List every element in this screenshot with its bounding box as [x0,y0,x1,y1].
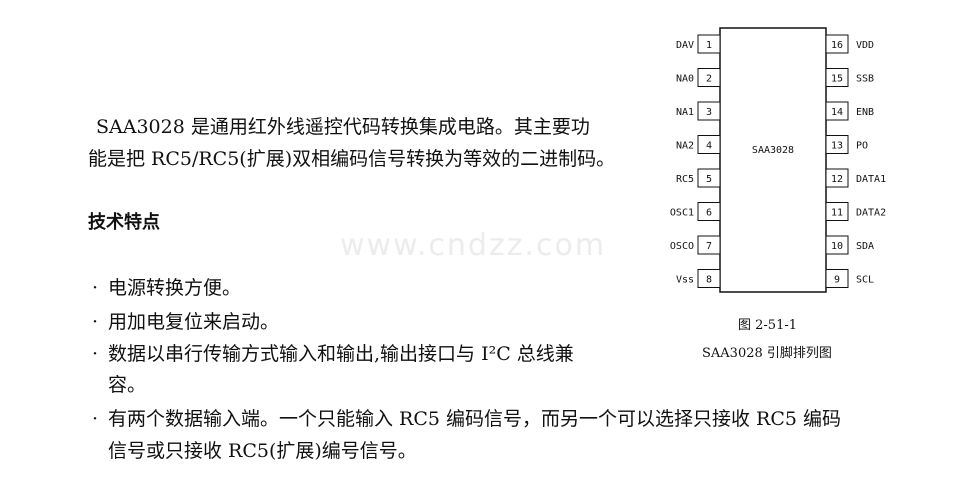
pin-box-right [825,135,849,154]
pin-label: DATA1 [856,174,886,185]
pin-number: 16 [831,40,843,51]
pin-number: 14 [831,107,843,118]
pin-box-left [697,68,721,87]
pin-box-right [825,101,849,121]
pin-label: NA0 [676,74,694,85]
pin-box-right [825,235,849,255]
pin-number: 1 [706,40,712,51]
pin-number: 10 [831,241,843,252]
pin-box-left [697,135,721,154]
pin-box-left [697,235,721,255]
watermark: www.cndzz.com [340,228,607,263]
chip-name: SAA3028 [752,145,794,156]
pin-label: DAV [676,40,694,51]
pin-box-right [825,168,849,188]
bullet-2-line-1: 用加电复位来启动。 [108,311,280,333]
pin-label: DATA2 [856,208,886,219]
pin-label: Vss [676,275,694,286]
bullet-4-line-2: 信号或只接收 RC5(扩展)编号信号。 [108,440,417,462]
bullet-dot: · [92,408,99,430]
pin-label: NA1 [676,107,694,118]
figure-number: 图 2-51-1 [738,318,798,333]
pin-box-right [825,68,849,87]
pin-label: SCL [856,275,874,286]
pin-label: OSC1 [670,208,694,219]
pin-label: RC5 [676,174,694,185]
pin-box-right [825,34,849,54]
intro-line-2: 能是把 RC5/RC5(扩展)双相编码信号转换为等效的二进制码。 [88,148,616,170]
figure-title: SAA3028 引脚排列图 [702,346,832,361]
pin-number: 4 [706,141,712,152]
pin-number: 15 [831,74,843,85]
pin-number: 3 [706,107,712,118]
pin-number: 11 [831,208,843,219]
bullet-3-line-1: 数据以串行传输方式输入和输出,输出接口与 I²C 总线兼 [108,343,574,365]
bullet-dot: · [92,311,99,333]
pin-number: 2 [706,74,712,85]
pin-box-left [697,168,721,188]
pin-number: 12 [831,174,843,185]
bullet-dot: · [92,343,99,365]
pin-box-right [825,202,849,221]
pin-number: 8 [706,275,712,286]
bullet-1-line-1: 电源转换方便。 [108,277,242,299]
pin-box-left [697,34,721,54]
pin-label: NA2 [676,141,694,152]
pin-box-left [697,101,721,121]
section-heading: 技术特点 [88,212,160,233]
bullet-dot: · [92,277,99,299]
pin-number: 13 [831,141,843,152]
pin-label: OSCO [670,241,694,252]
bullet-4-line-1: 有两个数据输入端。一个只能输入 RC5 编码信号，而另一个可以选择只接收 RC5… [108,408,842,430]
pin-number: 9 [834,275,840,286]
pin-box-right [825,269,849,288]
pin-number: 5 [706,174,712,185]
pin-box-left [697,269,721,288]
pin-number: 6 [706,208,712,219]
pin-label: PO [856,141,868,152]
chip-body [719,27,827,293]
intro-line-1: SAA3028 是通用红外线遥控代码转换集成电路。其主要功 [96,116,590,138]
pin-label: ENB [856,107,874,118]
pin-box-left [697,202,721,221]
pin-label: VDD [856,40,874,51]
bullet-3-line-2: 容。 [108,374,147,396]
pin-label: SSB [856,74,874,85]
pin-label: SDA [856,241,874,252]
pin-number: 7 [706,241,712,252]
